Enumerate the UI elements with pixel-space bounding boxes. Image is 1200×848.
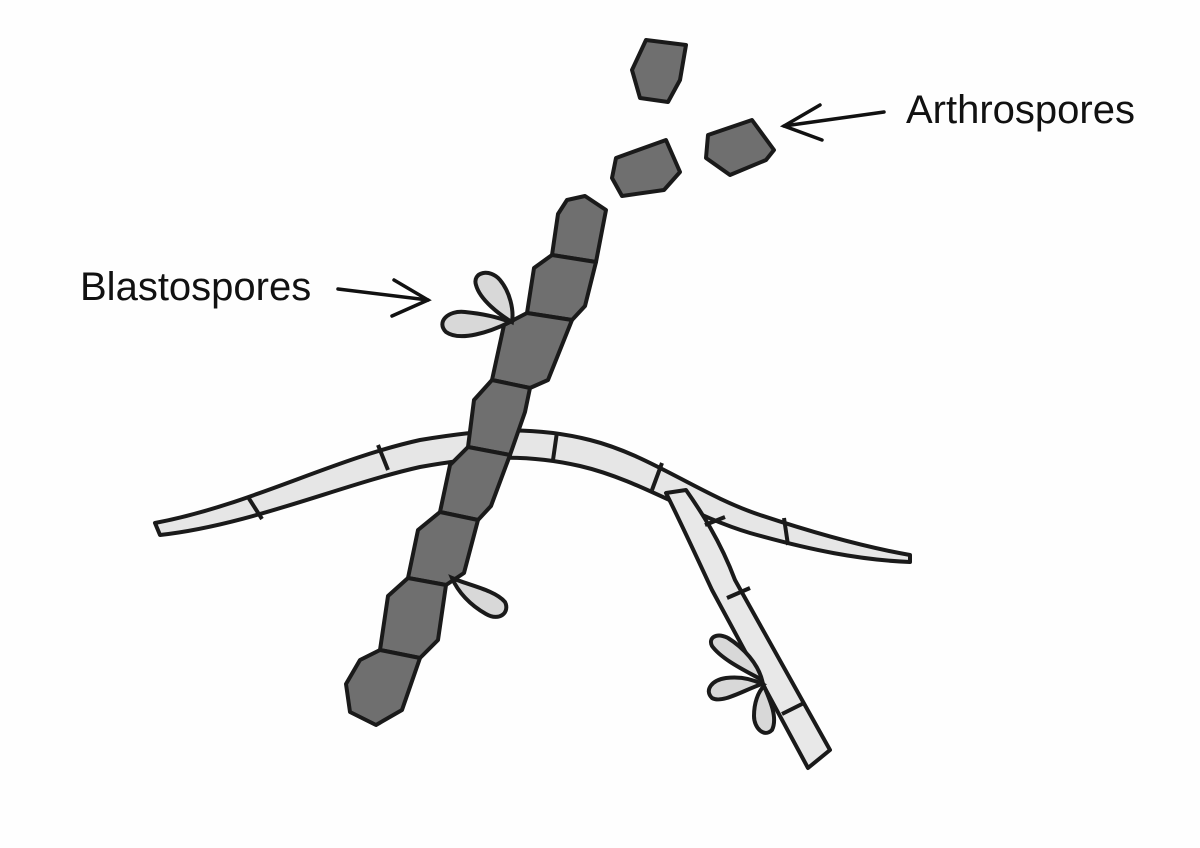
septum: [781, 701, 805, 716]
blastospore: [448, 574, 509, 619]
blastospore: [706, 675, 768, 702]
free-arthrospore: [630, 38, 688, 104]
blastospore-lower-left: [448, 574, 509, 619]
free-arthrospore: [610, 138, 682, 198]
arrow-blastospores: [336, 278, 432, 318]
blastospore: [751, 682, 777, 735]
arthrospore-cell: [344, 648, 422, 727]
septum: [650, 462, 664, 491]
septum: [704, 515, 726, 527]
blastospore: [473, 270, 515, 326]
blastospore-cluster-lower-right: [706, 633, 777, 735]
blastospore: [440, 309, 515, 339]
septum: [551, 431, 559, 461]
arthrospores-label: Arthrospores: [906, 88, 1135, 132]
arthrospore-chain: [344, 38, 776, 727]
arrow-arthrospores: [779, 103, 886, 142]
blastospore-cluster-upper: [440, 270, 515, 339]
horizontal-hypha-body: [153, 428, 912, 564]
blastospore: [709, 633, 766, 685]
blastospores-label: Blastospores: [80, 265, 312, 309]
branch-hypha: [664, 488, 832, 770]
horizontal-hypha: [153, 428, 912, 564]
branch-hypha-body: [664, 488, 832, 770]
septum: [726, 586, 751, 600]
septum: [376, 444, 390, 471]
free-arthrospore: [704, 118, 776, 177]
septum: [782, 517, 790, 546]
septum: [246, 495, 264, 521]
